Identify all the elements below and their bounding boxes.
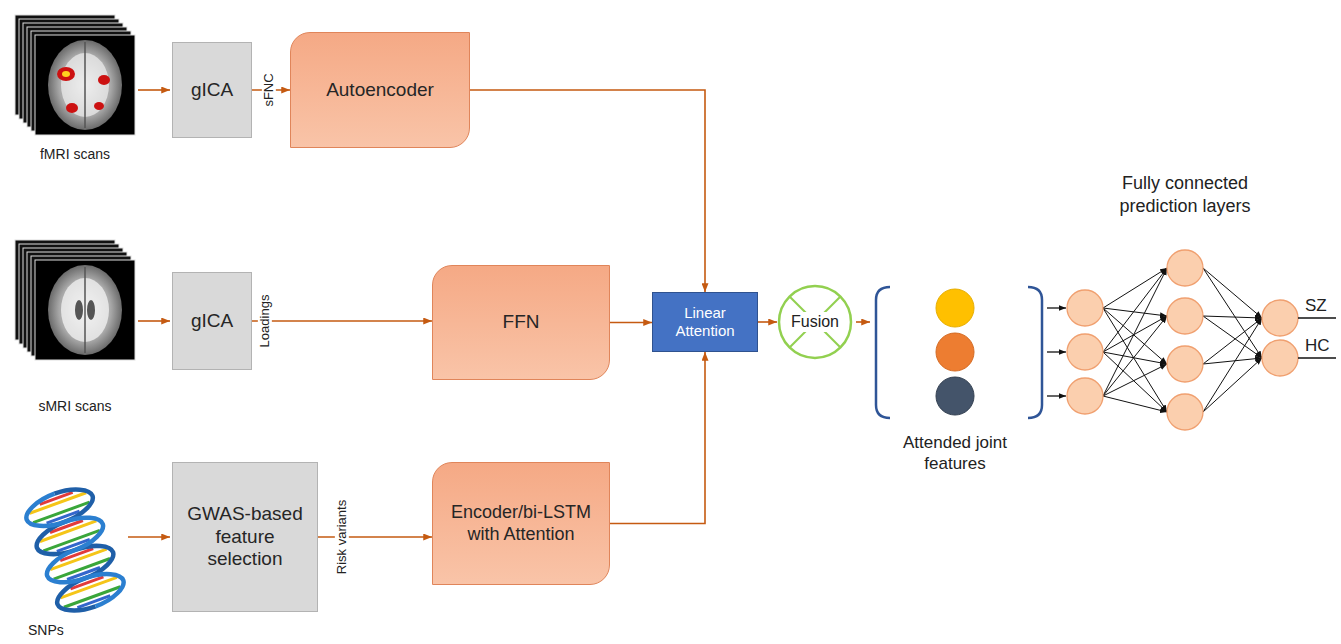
fusion-cross <box>790 297 841 348</box>
network-link <box>1203 268 1262 318</box>
brain <box>48 265 122 355</box>
neuron <box>1167 346 1203 382</box>
node-text: Encoder/bi-LSTM with Attention <box>441 502 601 545</box>
network-link <box>1103 396 1167 412</box>
neuron <box>1067 334 1103 370</box>
activation-blob <box>57 67 75 81</box>
network-link <box>1203 316 1262 318</box>
activation-blob <box>98 75 110 85</box>
brain <box>48 40 122 130</box>
midline <box>84 42 86 128</box>
feature-arrow <box>1047 307 1066 308</box>
edge-label: Loadings <box>258 293 272 350</box>
feature-dot <box>936 333 974 371</box>
network-link <box>1203 318 1262 364</box>
input-arrow <box>138 320 170 322</box>
network-link <box>1203 316 1262 358</box>
network-links <box>1103 268 1262 412</box>
fmri-stack <box>15 15 135 135</box>
image-caption: fMRI scans <box>10 146 140 164</box>
neuron <box>1067 290 1103 326</box>
output-line <box>1298 357 1336 358</box>
bracket <box>876 287 890 418</box>
section-label: Fully connected prediction layers <box>1095 172 1275 217</box>
process-box: gICA <box>172 272 252 370</box>
ventricle <box>75 300 83 320</box>
neuron <box>1262 300 1298 336</box>
network-link <box>1103 268 1167 352</box>
input-arrow <box>138 89 170 91</box>
fusion-ring <box>779 286 851 358</box>
input-arrow <box>128 536 170 538</box>
activation-blob <box>62 71 70 77</box>
scan-slice <box>35 260 135 360</box>
network-link <box>1203 318 1262 412</box>
model-box: Encoder/bi-LSTM with Attention <box>432 462 610 585</box>
process-box: gICA <box>172 42 252 138</box>
neuron <box>1167 298 1203 334</box>
dna-strand <box>22 482 129 619</box>
class-label: HC <box>1305 335 1339 356</box>
fusion-cross <box>790 297 841 348</box>
midline <box>84 267 86 353</box>
node-text: GWAS-based feature selection <box>181 503 309 571</box>
output-line <box>1298 317 1336 318</box>
connector-arrow <box>758 321 777 323</box>
feature-arrow <box>1047 395 1066 396</box>
network-link <box>1103 316 1167 396</box>
network-link <box>1103 352 1167 364</box>
network-link <box>1203 358 1262 412</box>
process-box: GWAS-based feature selection <box>172 462 318 612</box>
network-link <box>1103 364 1167 396</box>
smri-stack <box>15 240 135 360</box>
network-link <box>1103 308 1167 412</box>
edge-label: sFNC <box>262 71 276 108</box>
neuron <box>1262 340 1298 376</box>
scan-slice <box>35 35 135 135</box>
section-label: Attended joint features <box>890 432 1020 475</box>
node-text: gICA <box>191 310 233 333</box>
model-box: Autoencoder <box>290 32 470 148</box>
model-box: FFN <box>432 265 610 380</box>
feature-dot <box>936 377 974 415</box>
image-caption: SNPs <box>28 622 88 640</box>
network-link <box>1103 268 1167 396</box>
network-link <box>1203 268 1262 358</box>
node-text: FFN <box>503 311 540 334</box>
feature-arrow <box>1047 351 1066 352</box>
connector-arrow <box>252 320 432 322</box>
dna-helix <box>22 482 129 619</box>
activation-blob <box>94 102 104 110</box>
connector-arrow <box>610 322 652 324</box>
bracket <box>1028 287 1042 418</box>
node-text: gICA <box>191 79 233 102</box>
activation-blob <box>66 103 78 113</box>
node-text: Autoencoder <box>326 79 434 102</box>
attention-box: Linear Attention <box>652 292 758 352</box>
node-text: Linear Attention <box>661 304 749 340</box>
neuron <box>1167 250 1203 286</box>
output-arrow <box>856 321 870 323</box>
dna-strand <box>22 482 129 619</box>
neuron <box>1167 394 1203 430</box>
network-link <box>1103 352 1167 412</box>
network-link <box>1203 358 1262 364</box>
image-caption: sMRI scans <box>10 398 140 416</box>
network-link <box>1103 316 1167 352</box>
connector-arrow <box>470 90 705 292</box>
neurons <box>1067 250 1298 430</box>
node-text: Fusion <box>789 312 841 331</box>
fusion-circle: Fusion <box>777 284 853 360</box>
class-label: SZ <box>1305 295 1339 316</box>
edge-label: Risk variants <box>335 498 349 576</box>
connector-arrow <box>610 352 705 524</box>
feature-dot <box>936 289 974 327</box>
neuron <box>1067 378 1103 414</box>
ventricle <box>87 300 95 320</box>
